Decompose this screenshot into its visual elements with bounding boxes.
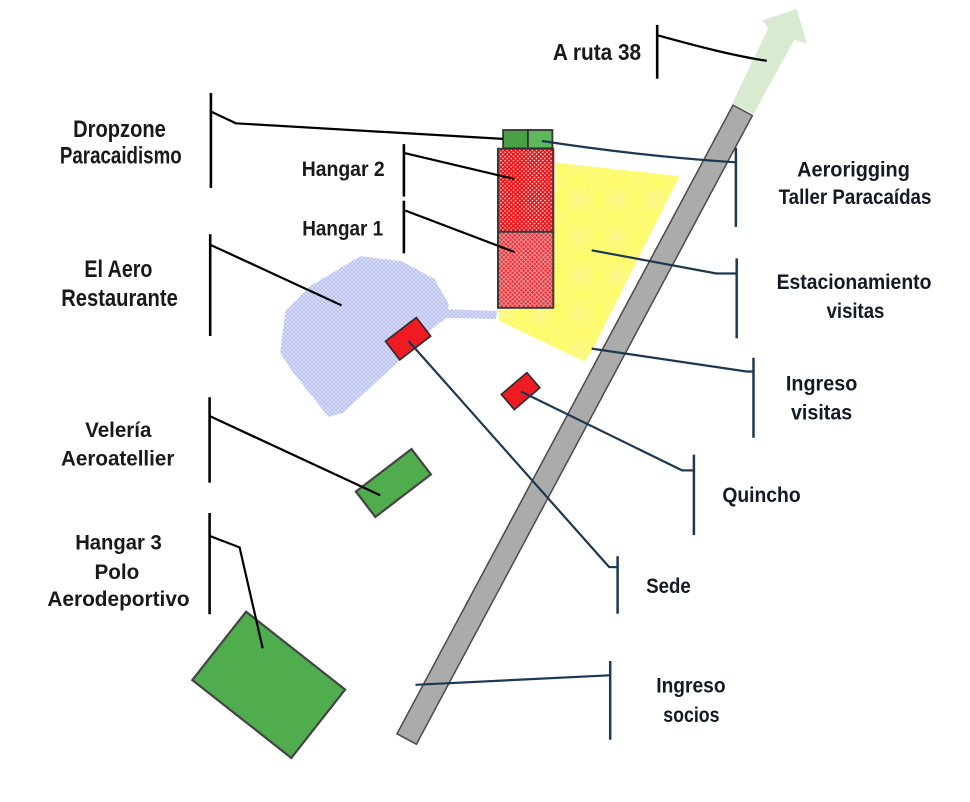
svg-text:visitas: visitas	[791, 402, 852, 425]
svg-text:Hangar 2: Hangar 2	[302, 158, 385, 181]
svg-text:Ingreso: Ingreso	[656, 675, 725, 698]
svg-text:Paracaidismo: Paracaidismo	[60, 143, 182, 170]
svg-text:El Aero: El Aero	[84, 256, 152, 283]
svg-text:Aerorigging: Aerorigging	[797, 158, 910, 181]
svg-text:Ingreso: Ingreso	[786, 372, 857, 395]
svg-text:Dropzone: Dropzone	[73, 116, 166, 143]
svg-text:Aeroatellier: Aeroatellier	[61, 447, 174, 470]
svg-text:Estacionamiento: Estacionamiento	[777, 271, 932, 294]
svg-text:Aerodeportivo: Aerodeportivo	[47, 588, 189, 611]
svg-text:Polo: Polo	[95, 561, 140, 584]
svg-text:Hangar 1: Hangar 1	[302, 218, 383, 241]
svg-text:Taller Paracaídas: Taller Paracaídas	[779, 186, 932, 209]
svg-text:socios: socios	[663, 704, 719, 727]
svg-text:visitas: visitas	[827, 300, 885, 323]
svg-text:Sede: Sede	[646, 575, 691, 598]
svg-text:A ruta 38: A ruta 38	[553, 39, 641, 65]
svg-text:Hangar 3: Hangar 3	[75, 532, 162, 555]
svg-text:Quincho: Quincho	[722, 484, 800, 507]
svg-text:Velería: Velería	[85, 419, 152, 442]
svg-text:Restaurante: Restaurante	[61, 285, 178, 312]
